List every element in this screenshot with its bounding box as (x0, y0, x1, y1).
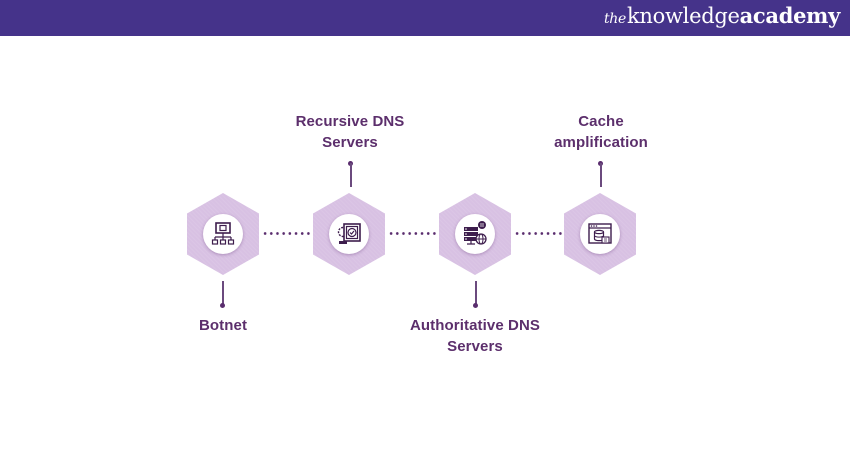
leader-line-authoritative-dns (475, 281, 477, 305)
brand-main: knowledge (626, 4, 740, 28)
connector-3-4 (514, 232, 564, 235)
node-label-cache-amplification: Cache amplification (554, 113, 648, 151)
leader-dot-botnet (220, 303, 225, 308)
leader-line-recursive-dns (350, 163, 352, 187)
brand-logo[interactable]: theknowledgeacademy (604, 3, 840, 28)
connector-1-2 (262, 232, 312, 235)
node-circle (203, 214, 243, 254)
hexagon-botnet (187, 193, 259, 275)
server-globe-chat-icon (464, 221, 487, 245)
browser-database-icon (588, 223, 612, 244)
hexagon-recursive-dns (313, 193, 385, 275)
node-circle (580, 214, 620, 254)
hexagon-authoritative-dns (439, 193, 511, 275)
node-label-authoritative-dns: Authoritative DNS Servers (409, 317, 541, 355)
brand-suffix: academy (739, 3, 841, 28)
node-label-recursive-dns: Recursive DNS Servers (295, 113, 405, 151)
connector-2-3 (388, 232, 438, 235)
leader-dot-authoritative-dns (473, 303, 478, 308)
node-label-botnet: Botnet (198, 317, 248, 334)
node-circle (329, 214, 369, 254)
leader-line-botnet (222, 281, 224, 305)
leader-line-cache-amplification (600, 163, 602, 187)
server-safe-check-icon (337, 223, 361, 244)
node-circle (455, 214, 495, 254)
brand-prefix: the (603, 11, 626, 27)
hexagon-cache-amplification (564, 193, 636, 275)
network-computer-icon (211, 222, 235, 245)
header-bar: theknowledgeacademy (0, 0, 850, 36)
